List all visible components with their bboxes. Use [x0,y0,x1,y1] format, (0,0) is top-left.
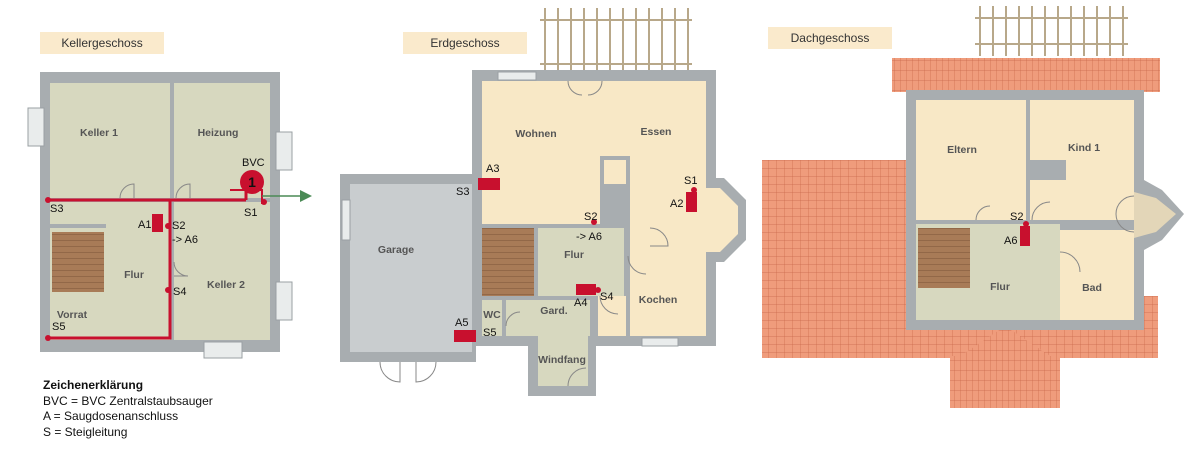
label-a6-attic: A6 [1004,235,1017,247]
room-keller1: Keller 1 [80,127,118,139]
room-flur: Flur [124,269,144,281]
label-bvc-number: 1 [248,174,256,190]
bvc-unit-icon [240,170,264,194]
outlet-a3-icon [478,178,500,190]
room-garage: Garage [378,244,414,256]
ground-floor-plan [340,8,746,396]
label-a5-ground: A5 [455,317,468,329]
outlet-a4-icon [576,284,596,295]
room-flur-ground: Flur [564,249,584,261]
floor-label-attic: Dachgeschoss [768,27,892,49]
label-s5-ground: S5 [483,327,496,339]
label-s4: S4 [173,286,186,298]
label-a1: A1 [138,219,151,231]
room-heizung: Heizung [198,127,239,139]
room-keller2: Keller 2 [207,279,245,291]
label-s3: S3 [50,203,63,215]
room-vorrat: Vorrat [57,309,88,321]
svg-text:Kellergeschoss: Kellergeschoss [61,36,142,50]
outlet-a2-icon [686,192,697,212]
outlet-a1-icon [152,214,163,232]
room-flur-attic: Flur [990,281,1010,293]
label-a3-ground: A3 [486,163,499,175]
room-eltern: Eltern [947,144,977,156]
room-kochen: Kochen [639,294,678,306]
label-a2-ground: A2 [670,198,683,210]
room-essen: Essen [641,126,672,138]
label-s1-ground: S1 [684,175,697,187]
label-s2-attic: S2 [1010,211,1023,223]
legend-a: A = Saugdosenanschluss [43,409,179,423]
label-s4-ground: S4 [600,291,613,303]
basement-plan [27,72,312,359]
outlet-a5-icon [454,330,476,342]
attic-plan [762,6,1184,408]
legend-bvc: BVC = BVC Zentralstaubsauger [43,393,213,408]
label-s2: S2 [172,220,185,232]
room-windfang: Windfang [538,354,586,366]
label-a4-ground: A4 [574,297,587,309]
floor-label-ground: Erdgeschoss [403,32,527,54]
label-a6-ground: -> A6 [576,231,602,243]
room-bad: Bad [1082,282,1102,294]
room-wohnen: Wohnen [515,128,556,140]
floor-label-basement: Kellergeschoss [40,32,164,54]
legend-title: Zeichenerklärung [43,378,144,392]
svg-text:Dachgeschoss: Dachgeschoss [791,31,870,45]
legend: Zeichenerklärung BVC = BVC Zentralstaubs… [43,378,213,440]
room-wc: WC [483,309,501,321]
label-s3-ground: S3 [456,186,469,198]
label-a6: -> A6 [172,234,198,246]
room-gard: Gard. [540,305,568,317]
label-s2-ground: S2 [584,211,597,223]
label-s5: S5 [52,321,65,333]
legend-s: S = Steigleitung [43,424,128,439]
outlet-a6-icon [1020,226,1030,246]
room-kind1: Kind 1 [1068,142,1100,154]
label-bvc: BVC [242,157,265,169]
svg-text:Erdgeschoss: Erdgeschoss [430,36,499,50]
label-s1: S1 [244,207,257,219]
